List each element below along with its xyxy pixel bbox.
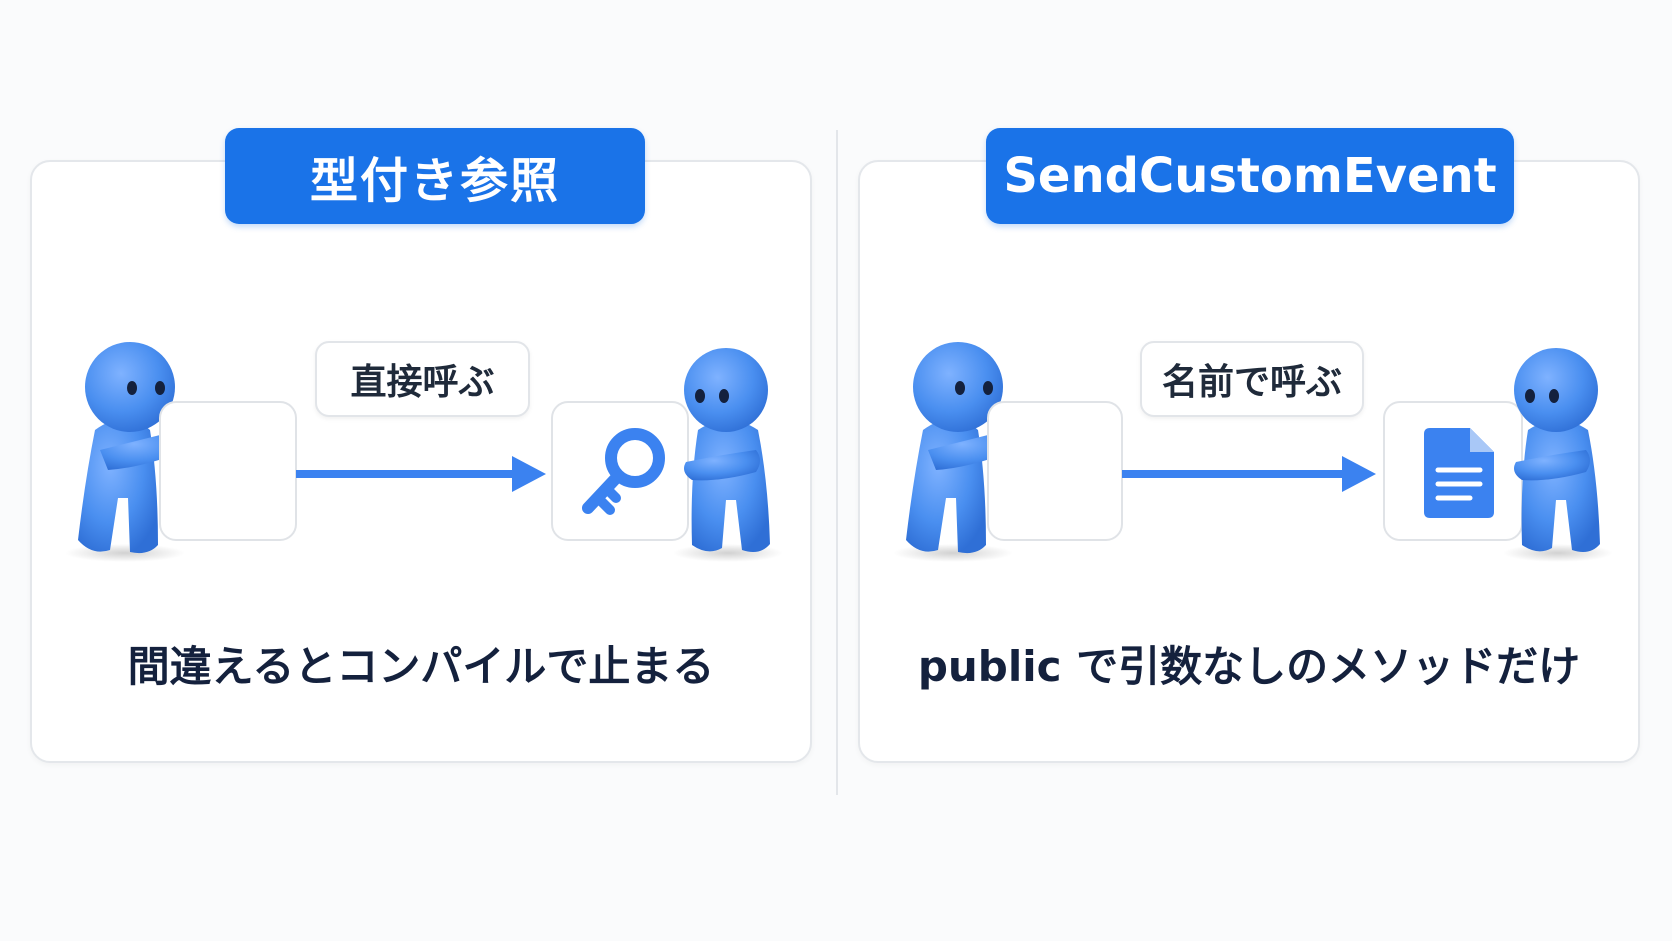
panel-divider [836, 130, 838, 795]
sender-figure-left [65, 342, 186, 562]
call-label-left: 直接呼ぶ [315, 341, 530, 417]
receiver-figure-left [673, 348, 783, 562]
sender-figure-right [893, 342, 1014, 562]
arrow-right [1122, 456, 1376, 492]
arrow-left [296, 456, 546, 492]
key-icon [582, 428, 665, 515]
sender-card-right [987, 401, 1123, 541]
caption-right: public で引数なしのメソッドだけ [917, 641, 1581, 691]
call-label-right: 名前で呼ぶ [1140, 341, 1364, 417]
document-icon [1424, 428, 1494, 518]
panel-title-right: SendCustomEvent [986, 128, 1514, 224]
sender-card-left [159, 401, 297, 541]
receiver-figure-right [1503, 348, 1613, 562]
panel-title-left: 型付き参照 [225, 128, 645, 224]
caption-left: 間違えるとコンパイルで止まる [127, 641, 715, 691]
